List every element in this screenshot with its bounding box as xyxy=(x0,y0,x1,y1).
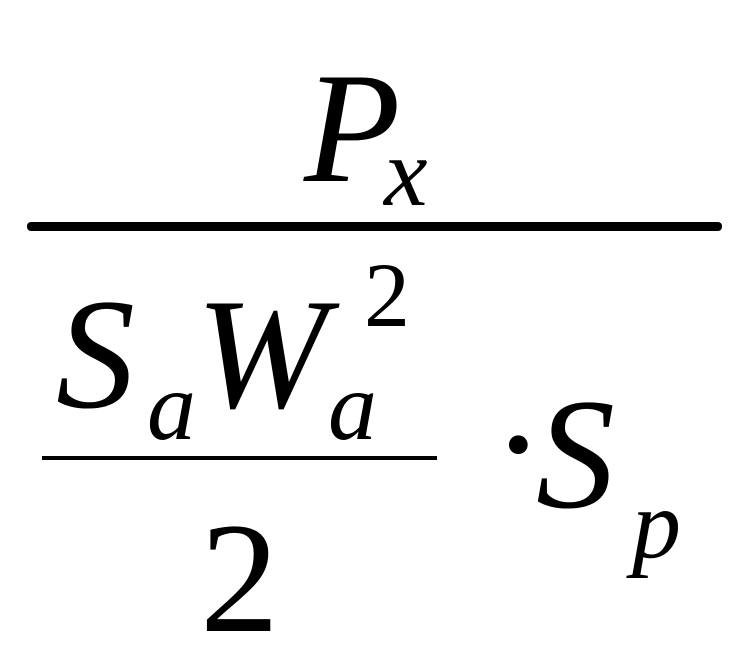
numerator-subscript-x: x xyxy=(384,119,428,227)
numerator-symbol-p: P xyxy=(304,41,401,216)
inner-fraction-bar xyxy=(42,456,437,460)
inner-factor2-exponent: 2 xyxy=(364,244,410,346)
main-fraction-bar xyxy=(27,222,722,231)
inner-denominator-2: 2 xyxy=(200,491,279,666)
inner-factor1-subscript-a: a xyxy=(147,353,196,461)
factor-subscript-p: p xyxy=(632,471,681,579)
multiplication-dot: · xyxy=(492,357,545,532)
inner-factor1-symbol-s: S xyxy=(56,267,135,442)
factor-symbol-s: S xyxy=(536,367,615,542)
inner-factor2-symbol-w: W xyxy=(196,267,328,442)
inner-factor2-subscript-a: a xyxy=(328,353,377,461)
